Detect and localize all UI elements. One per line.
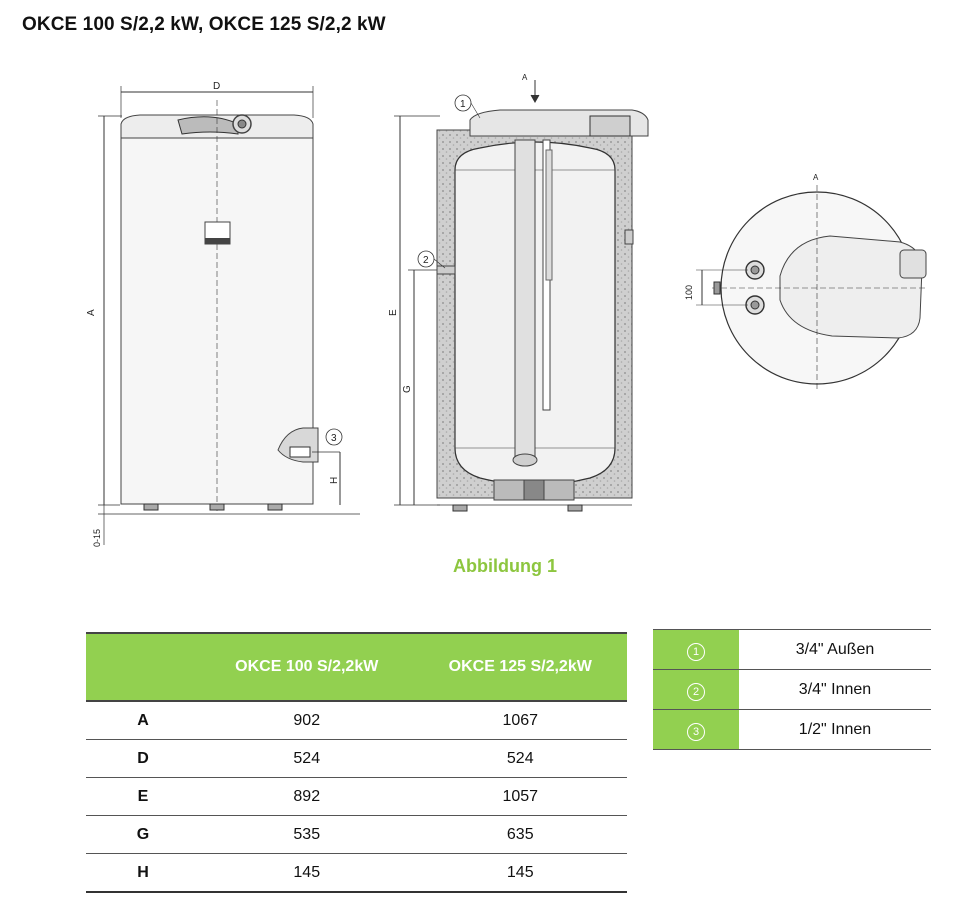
top-view bbox=[696, 185, 927, 390]
row-label: G bbox=[86, 815, 200, 854]
value-okce-100: 524 bbox=[200, 739, 414, 778]
connections-table: 1 3/4" Außen 2 3/4" Innen 3 1/2" Innen bbox=[653, 629, 931, 750]
callout-2: 2 bbox=[417, 250, 446, 269]
svg-text:1: 1 bbox=[460, 99, 466, 110]
value-okce-100: 892 bbox=[200, 777, 414, 816]
front-view bbox=[98, 86, 360, 545]
row-label: H bbox=[86, 853, 200, 893]
page-title: OKCE 100 S/2,2 kW, OKCE 125 S/2,2 kW bbox=[22, 14, 386, 35]
value-okce-100: 902 bbox=[200, 701, 414, 740]
value-okce-100: 145 bbox=[200, 853, 414, 893]
svg-text:2: 2 bbox=[423, 255, 429, 266]
dimensions-table: OKCE 100 S/2,2kW OKCE 125 S/2,2kW A 902 … bbox=[86, 632, 627, 893]
value-okce-125: 524 bbox=[413, 739, 627, 778]
dimensions-header-row: OKCE 100 S/2,2kW OKCE 125 S/2,2kW bbox=[86, 632, 627, 702]
table-row: H 145 145 bbox=[86, 853, 627, 893]
value-okce-125: 1067 bbox=[413, 701, 627, 740]
table-row: G 535 635 bbox=[86, 815, 627, 854]
label-D: D bbox=[213, 81, 220, 92]
label-top-A: A bbox=[813, 173, 819, 182]
table-row: E 892 1057 bbox=[86, 777, 627, 816]
table-row: 3 1/2" Innen bbox=[653, 709, 931, 750]
value-okce-125: 1057 bbox=[413, 777, 627, 816]
connection-number: 2 bbox=[687, 682, 705, 701]
value-okce-100: 535 bbox=[200, 815, 414, 854]
connection-number-cell: 2 bbox=[653, 669, 739, 710]
row-label: D bbox=[86, 739, 200, 778]
label-H: H bbox=[329, 477, 340, 484]
table-row: 2 3/4" Innen bbox=[653, 669, 931, 710]
label-A-front: A bbox=[86, 309, 97, 316]
table-row: D 524 524 bbox=[86, 739, 627, 778]
header-empty bbox=[86, 632, 200, 702]
connection-number-cell: 3 bbox=[653, 709, 739, 750]
label-E: E bbox=[388, 309, 399, 316]
value-okce-125: 635 bbox=[413, 815, 627, 854]
connection-number-cell: 1 bbox=[653, 629, 739, 670]
figure-caption: Abbildung 1 bbox=[453, 556, 557, 576]
label-G: G bbox=[402, 385, 413, 393]
section-view bbox=[394, 80, 649, 512]
row-label: A bbox=[86, 701, 200, 740]
table-row: A 902 1067 bbox=[86, 701, 627, 740]
table-row: 1 3/4" Außen bbox=[653, 629, 931, 670]
callout-1: 1 bbox=[454, 94, 481, 119]
header-okce-125: OKCE 125 S/2,2kW bbox=[413, 632, 627, 702]
connection-description: 3/4" Außen bbox=[739, 629, 931, 670]
label-gap: 0-15 bbox=[92, 529, 102, 547]
row-label: E bbox=[86, 777, 200, 816]
callout-3: 3 bbox=[325, 428, 343, 446]
header-okce-100: OKCE 100 S/2,2kW bbox=[200, 632, 414, 702]
connection-number: 3 bbox=[687, 722, 705, 741]
connection-description: 3/4" Innen bbox=[739, 669, 931, 710]
technical-drawings: D A 0-15 H E G A A 100 1 2 3 bbox=[86, 73, 927, 547]
value-okce-125: 145 bbox=[413, 853, 627, 893]
label-arrow-A: A bbox=[522, 73, 528, 82]
connection-number: 1 bbox=[687, 642, 705, 661]
connection-description: 1/2" Innen bbox=[739, 709, 931, 750]
svg-text:3: 3 bbox=[331, 433, 337, 444]
label-spacing: 100 bbox=[684, 285, 694, 300]
